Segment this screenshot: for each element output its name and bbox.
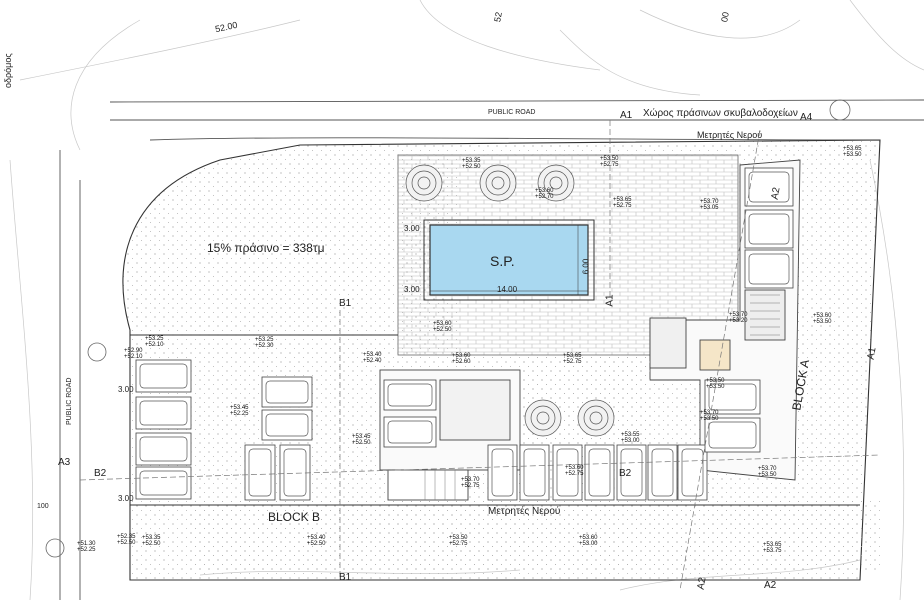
section-a2-bottom: A2 [695,576,709,591]
section-a1-right: A1 [865,346,879,361]
parking-space [135,466,192,500]
parking-space [519,444,550,501]
water-meters-bottom-label: Μετρητές Νερού [488,506,561,517]
parking-space [677,444,708,501]
parking-space [135,396,192,430]
dim-label-3b: 3.00 [404,285,420,294]
parking-spaces [135,167,794,501]
water-meters-top-label: Μετρητές Νερού [697,130,763,140]
elevation-marker: +53.35+52.50 [462,158,481,170]
pool-label: S.P. [490,253,515,269]
section-lines [79,120,881,591]
elevation-marker: +53.70+52.75 [461,477,480,489]
parking-space [744,167,794,207]
parking-space [744,209,794,249]
elevation-marker: +53.70+53.05 [700,199,719,211]
contour-label-00: 00 [719,11,731,23]
parking-space [135,359,192,393]
parking-space [244,444,276,501]
parking-space [135,432,192,466]
section-b2-right: B2 [619,468,632,479]
elevation-marker: +53.45+52.25 [230,405,249,417]
elevation-marker: +51.30+52.25 [77,541,96,553]
site-markers [45,99,851,558]
pool-length-dim: 14.00 [497,285,518,294]
elevation-marker: +53.60+53.00 [579,535,598,547]
parking-space [261,376,313,408]
elevation-marker: +53.65+53.75 [763,542,782,554]
elevation-marker: +52.35+52.50 [117,534,136,546]
section-a2-top: A2 [769,186,783,201]
block-b-label: BLOCK B [268,510,321,524]
section-a4: A4 [800,112,813,123]
elevation-marker: +53.65+52.75 [563,353,582,365]
small-100-label: 100 [37,503,49,510]
elevation-marker: +53.60+52.75 [565,465,584,477]
section-a2-bottom-right: A2 [764,580,777,591]
elevation-marker: +53.35+52.50 [142,535,161,547]
elevation-marker: +53.55+53.00 [621,432,640,444]
elevation-marker: +53.40+52.40 [363,352,382,364]
dim-label-3d: 3.00 [118,494,134,503]
parking-space [552,444,583,501]
parking-space [383,379,437,411]
elevation-marker: +53.25+52.30 [255,337,274,349]
elevation-marker: +53.70+53.50 [758,466,777,478]
section-b1-mid: B1 [339,298,352,309]
section-a3: A3 [58,457,71,468]
elevation-marker: +53.45+52.50 [352,434,371,446]
waste-bins-label: Χώρος πράσινων σκυβαλοδοχείων [643,108,798,119]
public-road-left-label: PUBLIC ROAD [66,377,73,425]
tree [405,164,443,202]
elevation-marker: +53.60+52.60 [452,353,471,365]
tree [524,399,562,437]
section-a1-mid: A1 [604,294,616,307]
public-road-top-label: PUBLIC ROAD [488,109,536,116]
elevation-marker: +53.60+53.50 [813,313,832,325]
elevation-marker: +53.65+52.75 [613,197,632,209]
pool [429,224,589,296]
elevation-marker: +53.50+52.75 [449,535,468,547]
parking-space [704,379,761,415]
section-b2-left: B2 [94,468,107,479]
elevation-marker: +52.90+52.10 [124,348,143,360]
elevation-marker: +53.40+52.50 [307,535,326,547]
parking-space [487,444,518,501]
elevation-marker: +53.65+53.50 [843,146,862,158]
tree [479,164,517,202]
elevation-marker: +53.50+53.50 [706,378,725,390]
trees [405,164,615,437]
elevation-marker: +53.25+52.10 [145,336,164,348]
public-road-left [59,150,81,600]
parking-space [744,249,794,289]
contour-label-52-right: 52 [492,11,504,23]
tree [577,399,615,437]
public-road-top [109,99,924,141]
green-ratio-label: 15% πράσινο = 338τμ [207,241,325,255]
elevation-marker: +53.50+52.75 [600,156,619,168]
parking-space [383,416,437,448]
parking-space [261,409,313,441]
dim-label-3c: 3.00 [118,385,134,394]
road-label-greek: οδρόμος [3,53,13,88]
elevation-marker: +53.70+53.20 [729,312,748,324]
elevation-marker: +53.60+52.70 [535,188,554,200]
section-b1-bottom: B1 [339,572,352,583]
pool-width-dim: 6.00 [581,258,591,275]
pool-outline [423,219,595,301]
parking-space [584,444,615,501]
parking-space [616,444,647,501]
parking-space [279,444,311,501]
dim-label-3a: 3.00 [404,224,420,233]
parking-space [647,444,678,501]
elevation-marker: +53.60+52.50 [433,321,452,333]
tree [537,164,575,202]
section-a1-top: A1 [620,110,633,121]
elevation-marker: +53.70+53.50 [700,410,719,422]
parking-space [704,417,761,453]
